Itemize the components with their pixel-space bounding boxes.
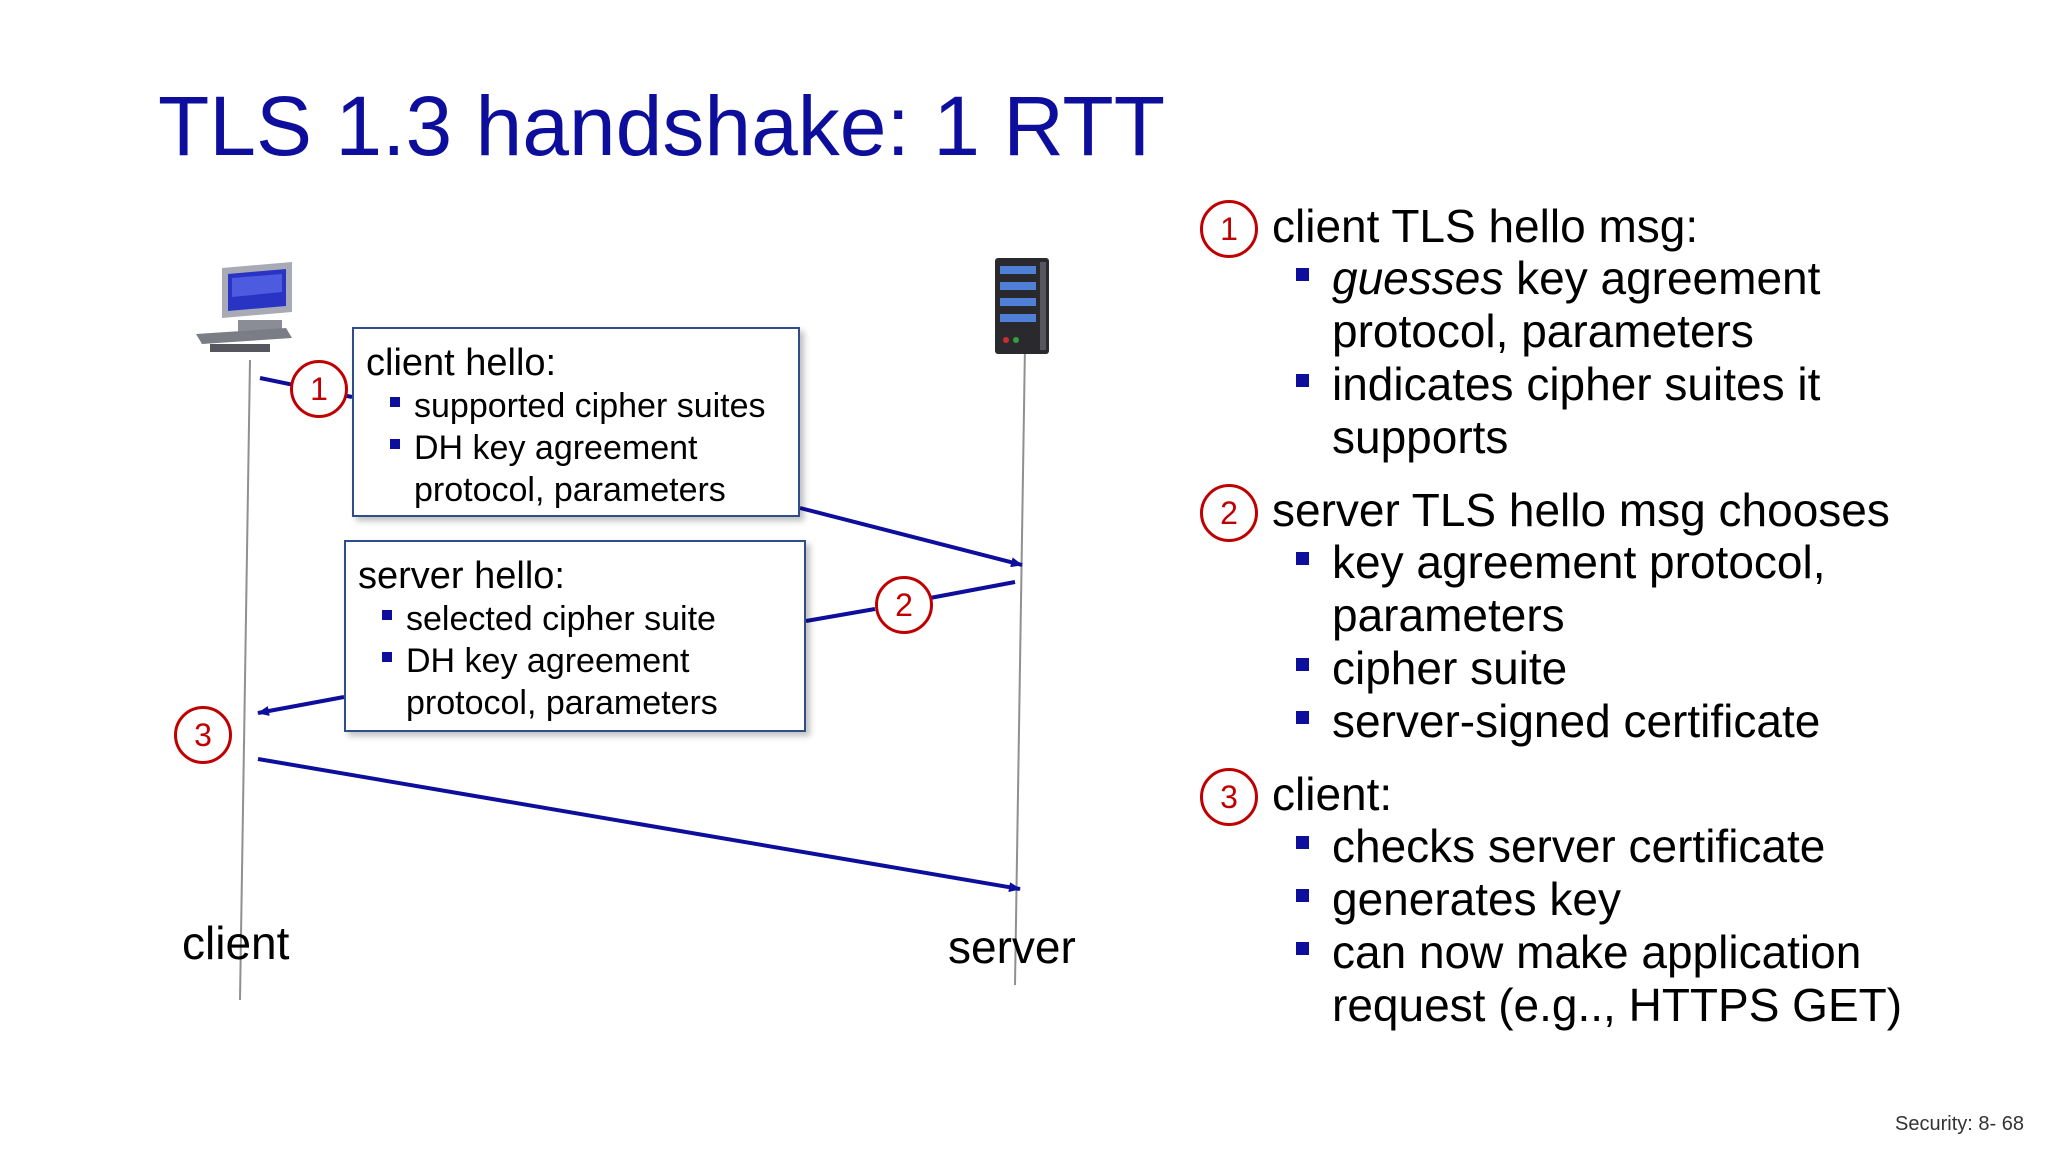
server-hello-arrow-start [929, 580, 1016, 600]
note-step-2: 2 server TLS hello msg chooses key agree… [1200, 484, 2000, 748]
note-item: checks server certificate [1296, 820, 2000, 873]
step-marker-1: 1 [290, 360, 348, 418]
server-hello-arrow-mid [805, 607, 876, 623]
note-heading: server TLS hello msg chooses [1272, 484, 1890, 536]
note-marker-3: 3 [1200, 768, 1258, 826]
note-heading: client TLS hello msg: [1272, 200, 1699, 252]
desktop-computer-icon [196, 262, 292, 352]
server-hello-heading: server hello: [358, 555, 565, 597]
note-item-text: key agreement protocol, parameters [1332, 252, 1821, 357]
server-hello-item: DH key agreement protocol, parameters [358, 640, 804, 724]
note-item: generates key [1296, 873, 2000, 926]
client-hello-item: supported cipher suites [366, 385, 798, 427]
note-item: cipher suite [1296, 642, 2000, 695]
note-marker-2: 2 [1200, 484, 1258, 542]
client-hello-arrow [799, 506, 1023, 568]
client-hello-heading: client hello: [366, 342, 557, 384]
slide-title: TLS 1.3 handshake: 1 RTT [158, 79, 1166, 173]
note-item: can now make application request (e.g..,… [1296, 926, 2000, 1032]
explanation-notes: 1 client TLS hello msg: guesses key agre… [1200, 200, 2000, 1052]
server-timeline [1014, 344, 1026, 986]
note-step-3: 3 client: checks server certificate gene… [1200, 768, 2000, 1032]
server-hello-arrow [257, 695, 345, 716]
note-item-text: indicates cipher suites it supports [1332, 358, 1821, 463]
step-marker-2: 2 [875, 576, 933, 634]
server-label: server [948, 921, 1076, 973]
step-marker-3: 3 [174, 706, 232, 764]
note-item: indicates cipher suites it supports [1296, 358, 2000, 464]
client-hello-item: DH key agreement protocol, parameters [366, 427, 798, 511]
client-label: client [182, 917, 290, 969]
server-hello-item: selected cipher suite [358, 598, 804, 640]
note-item: server-signed certificate [1296, 695, 2000, 748]
note-item: guesses key agreement protocol, paramete… [1296, 252, 2000, 358]
client-timeline [239, 359, 251, 1001]
server-tower-icon [995, 258, 1049, 354]
note-heading: client: [1272, 768, 1393, 820]
note-step-1: 1 client TLS hello msg: guesses key agre… [1200, 200, 2000, 464]
note-marker-1: 1 [1200, 200, 1258, 258]
slide-footer: Security: 8- 68 [1895, 1113, 2024, 1135]
note-item: key agreement protocol, parameters [1296, 536, 2000, 642]
client-request-arrow [257, 757, 1021, 893]
server-hello-box: server hello: selected cipher suite DH k… [344, 540, 806, 732]
client-hello-box: client hello: supported cipher suites DH… [352, 327, 800, 517]
note-item-emphasis: guesses [1332, 252, 1504, 304]
